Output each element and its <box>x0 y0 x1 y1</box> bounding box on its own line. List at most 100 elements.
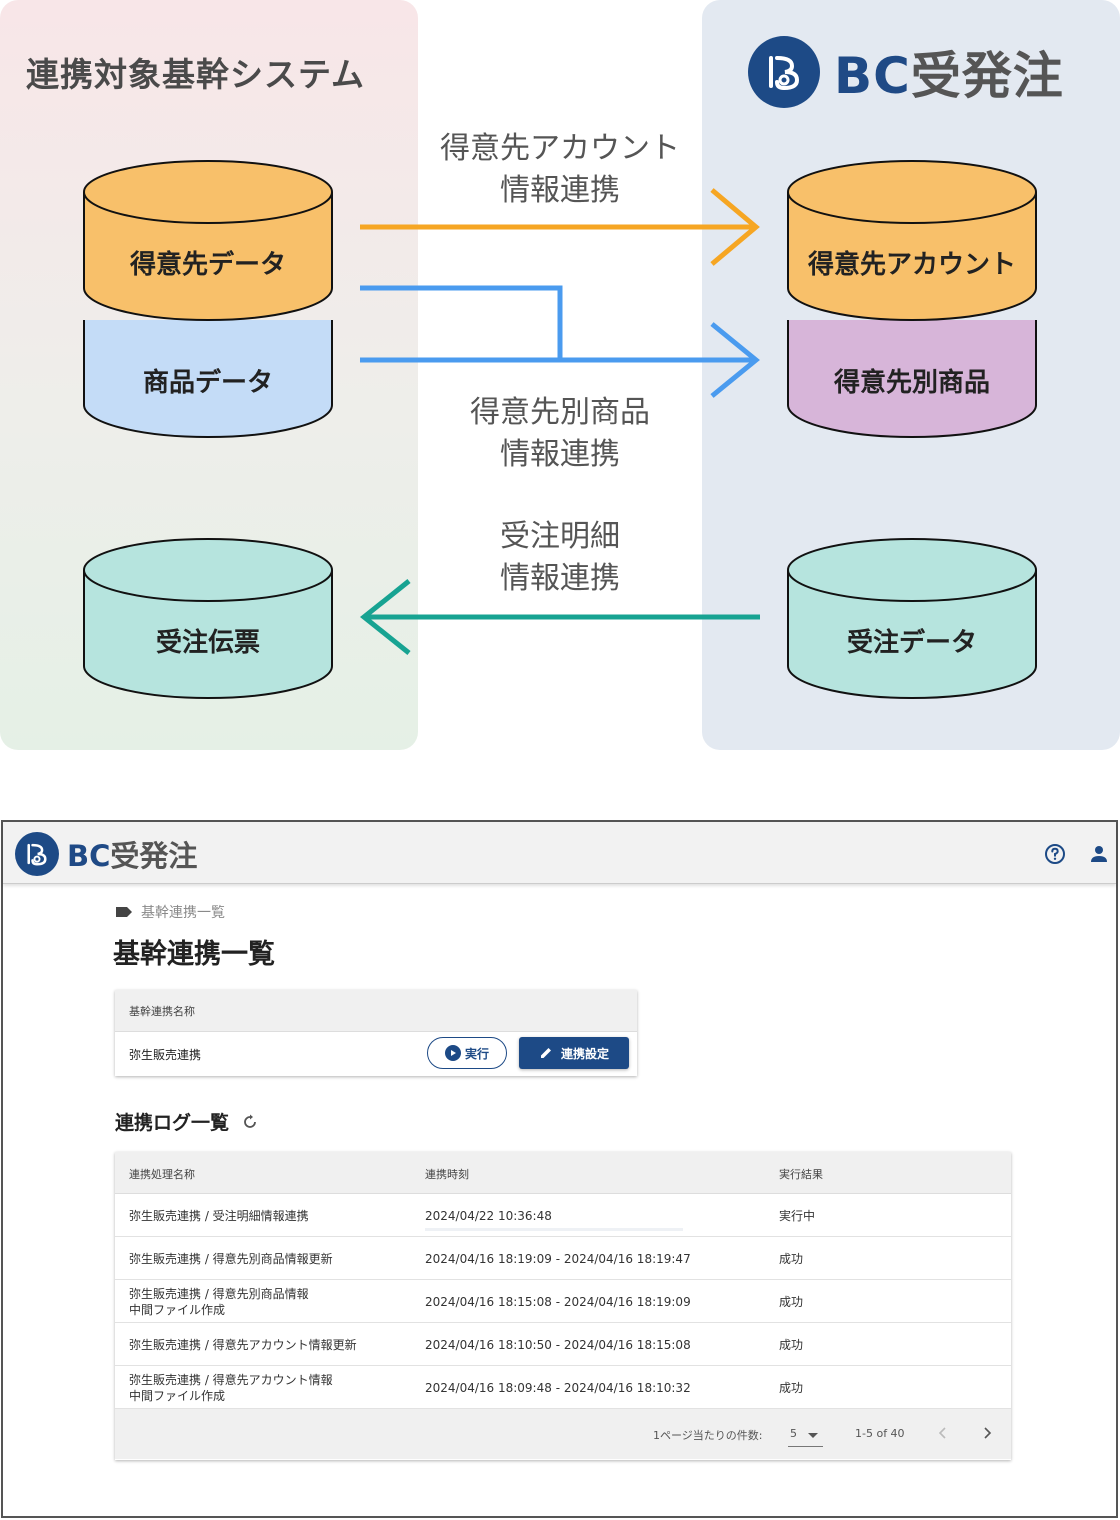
order-data-label: 受注データ <box>846 628 977 658</box>
col-process-name[interactable]: 連携処理名称 <box>129 1168 195 1181</box>
process-name-line: 弥生販売連携 / 得意先別商品情報 <box>129 1286 309 1301</box>
progress-bar <box>425 1228 683 1231</box>
order-arrow <box>359 579 760 655</box>
per-page-select[interactable]: 5 <box>788 1421 823 1447</box>
breadcrumb: 基幹連携一覧 <box>115 902 225 922</box>
table-row[interactable]: 弥生販売連携 / 得意先別商品情報 中間ファイル作成 2024/04/16 18… <box>115 1280 1011 1323</box>
order-sync-label: 受注明細 情報連携 <box>430 516 690 600</box>
customer-account-db: 得意先アカウント <box>787 160 1037 325</box>
log-section-title: 連携ログ一覧 <box>115 1108 259 1135</box>
brand-logo-icon <box>15 832 59 876</box>
pencil-icon <box>540 1048 551 1058</box>
brand-logo-large: BC受発注 <box>748 36 1064 108</box>
product-sync-label: 得意先別商品 情報連携 <box>430 392 690 476</box>
label-tag-icon <box>116 907 132 917</box>
account-sync-line1: 得意先アカウント <box>440 131 680 166</box>
app-header: BC受発注 <box>3 822 1116 884</box>
order-sync-line2: 情報連携 <box>500 561 620 596</box>
process-name: 弥生販売連携 / 得意先別商品情報更新 <box>129 1237 409 1280</box>
breadcrumb-current[interactable]: 基幹連携一覧 <box>141 905 225 921</box>
order-data-db: 受注データ <box>787 538 1037 703</box>
core-system-title: 連携対象基幹システム <box>26 55 366 94</box>
brand-bc: BC <box>834 47 911 105</box>
customer-account-label: 得意先アカウント <box>807 250 1016 280</box>
app-brand-bc: BC <box>67 839 111 873</box>
log-title-text: 連携ログ一覧 <box>115 1112 230 1134</box>
prev-page-button[interactable] <box>933 1423 953 1443</box>
next-page-button[interactable] <box>977 1423 997 1443</box>
process-name: 弥生販売連携 / 得意先アカウント情報 中間ファイル作成 <box>129 1366 409 1409</box>
table-row[interactable]: 弥生販売連携 / 受注明細情報連携 2024/04/22 10:36:48 実行… <box>115 1194 1011 1237</box>
customer-data-db: 得意先データ <box>83 160 333 325</box>
sync-time: 2024/04/16 18:15:08 - 2024/04/16 18:19:0… <box>425 1294 691 1309</box>
sync-time: 2024/04/16 18:10:50 - 2024/04/16 18:15:0… <box>425 1337 691 1352</box>
app-brand-name: BC受発注 <box>67 833 197 875</box>
process-name-line: 中間ファイル作成 <box>129 1388 226 1403</box>
app-brand-logo[interactable]: BC受発注 <box>15 832 197 876</box>
product-data-db: 商品データ <box>83 290 333 440</box>
app-brand-jp: 受発注 <box>110 839 198 873</box>
app-window: BC受発注 基幹連携一覧 基幹連携一覧 基幹連携名称 弥生販売連携 <box>1 820 1118 1518</box>
process-name: 弥生販売連携 / 受注明細情報連携 <box>129 1194 409 1237</box>
order-sync-line1: 受注明細 <box>500 519 620 554</box>
account-icon[interactable] <box>1087 842 1111 866</box>
flow-arrows <box>359 188 760 655</box>
table-row[interactable]: 弥生販売連携 / 得意先別商品情報更新 2024/04/16 18:19:09 … <box>115 1237 1011 1280</box>
result-status: 成功 <box>779 1338 804 1352</box>
process-name: 弥生販売連携 / 得意先別商品情報 中間ファイル作成 <box>129 1280 409 1323</box>
process-name-line: 中間ファイル作成 <box>129 1302 226 1317</box>
result-status: 成功 <box>779 1381 804 1395</box>
brand-logo-icon <box>748 36 820 108</box>
process-name-line: 弥生販売連携 / 受注明細情報連携 <box>129 1208 309 1223</box>
help-circle-icon[interactable] <box>1043 842 1067 866</box>
chevron-right-icon <box>984 1427 992 1439</box>
result-status: 実行中 <box>779 1209 816 1223</box>
customer-data-label: 得意先データ <box>129 250 286 280</box>
brand-jp: 受発注 <box>910 47 1064 105</box>
account-sync-line2: 情報連携 <box>500 173 620 208</box>
account-sync-label: 得意先アカウント 情報連携 <box>430 128 690 212</box>
brand-name: BC受発注 <box>834 36 1064 108</box>
run-button[interactable]: 実行 <box>427 1037 507 1069</box>
process-name-line: 弥生販売連携 / 得意先別商品情報更新 <box>129 1251 333 1266</box>
run-button-label: 実行 <box>464 1046 489 1061</box>
sync-time: 2024/04/16 18:09:48 - 2024/04/16 18:10:3… <box>425 1380 691 1395</box>
account-arrow <box>360 188 760 266</box>
result-status: 成功 <box>779 1252 804 1266</box>
process-name-line: 弥生販売連携 / 得意先アカウント情報 <box>129 1372 333 1387</box>
sync-time: 2024/04/16 18:19:09 - 2024/04/16 18:19:4… <box>425 1251 691 1266</box>
pagination: 1ページ当たりの件数: 5 1-5 of 40 <box>115 1409 1011 1459</box>
product-sync-line2: 情報連携 <box>500 437 620 472</box>
per-page-value: 5 <box>790 1427 797 1440</box>
play-icon <box>444 1045 461 1061</box>
product-data-label: 商品データ <box>142 368 273 398</box>
table-row[interactable]: 弥生販売連携 / 得意先アカウント情報更新 2024/04/16 18:10:5… <box>115 1323 1011 1366</box>
log-table: 連携処理名称 連携時刻 実行結果 弥生販売連携 / 受注明細情報連携 2024/… <box>115 1152 1011 1460</box>
page-range: 1-5 of 40 <box>855 1427 905 1440</box>
sync-time: 2024/04/22 10:36:48 <box>425 1208 552 1223</box>
product-arrow <box>360 285 760 398</box>
connection-row: 弥生販売連携 実行 連携設定 <box>115 1032 637 1076</box>
col-sync-time[interactable]: 連携時刻 <box>425 1168 469 1181</box>
product-sync-line1: 得意先別商品 <box>470 395 650 430</box>
page-title: 基幹連携一覧 <box>113 939 275 970</box>
order-slip-label: 受注伝票 <box>155 628 260 658</box>
process-name: 弥生販売連携 / 得意先アカウント情報更新 <box>129 1323 409 1366</box>
result-status: 成功 <box>779 1295 804 1309</box>
connection-name: 弥生販売連携 <box>129 1047 202 1062</box>
refresh-icon[interactable] <box>241 1113 259 1131</box>
connection-table-header: 基幹連携名称 <box>115 990 637 1032</box>
process-name-line: 弥生販売連携 / 得意先アカウント情報更新 <box>129 1337 357 1352</box>
col-result[interactable]: 実行結果 <box>779 1168 823 1181</box>
connection-table: 基幹連携名称 弥生販売連携 実行 連携設定 <box>115 990 637 1076</box>
customer-product-db: 得意先別商品 <box>787 290 1037 440</box>
chevron-down-icon <box>808 1433 818 1438</box>
customer-product-label: 得意先別商品 <box>833 368 990 398</box>
per-page-label: 1ページ当たりの件数: <box>653 1429 763 1442</box>
table-row[interactable]: 弥生販売連携 / 得意先アカウント情報 中間ファイル作成 2024/04/16 … <box>115 1366 1011 1409</box>
order-slip-db: 受注伝票 <box>83 538 333 703</box>
log-table-header: 連携処理名称 連携時刻 実行結果 <box>115 1152 1011 1194</box>
connection-settings-button[interactable]: 連携設定 <box>519 1037 629 1069</box>
chevron-left-icon <box>938 1427 946 1439</box>
settings-button-label: 連携設定 <box>560 1046 609 1061</box>
